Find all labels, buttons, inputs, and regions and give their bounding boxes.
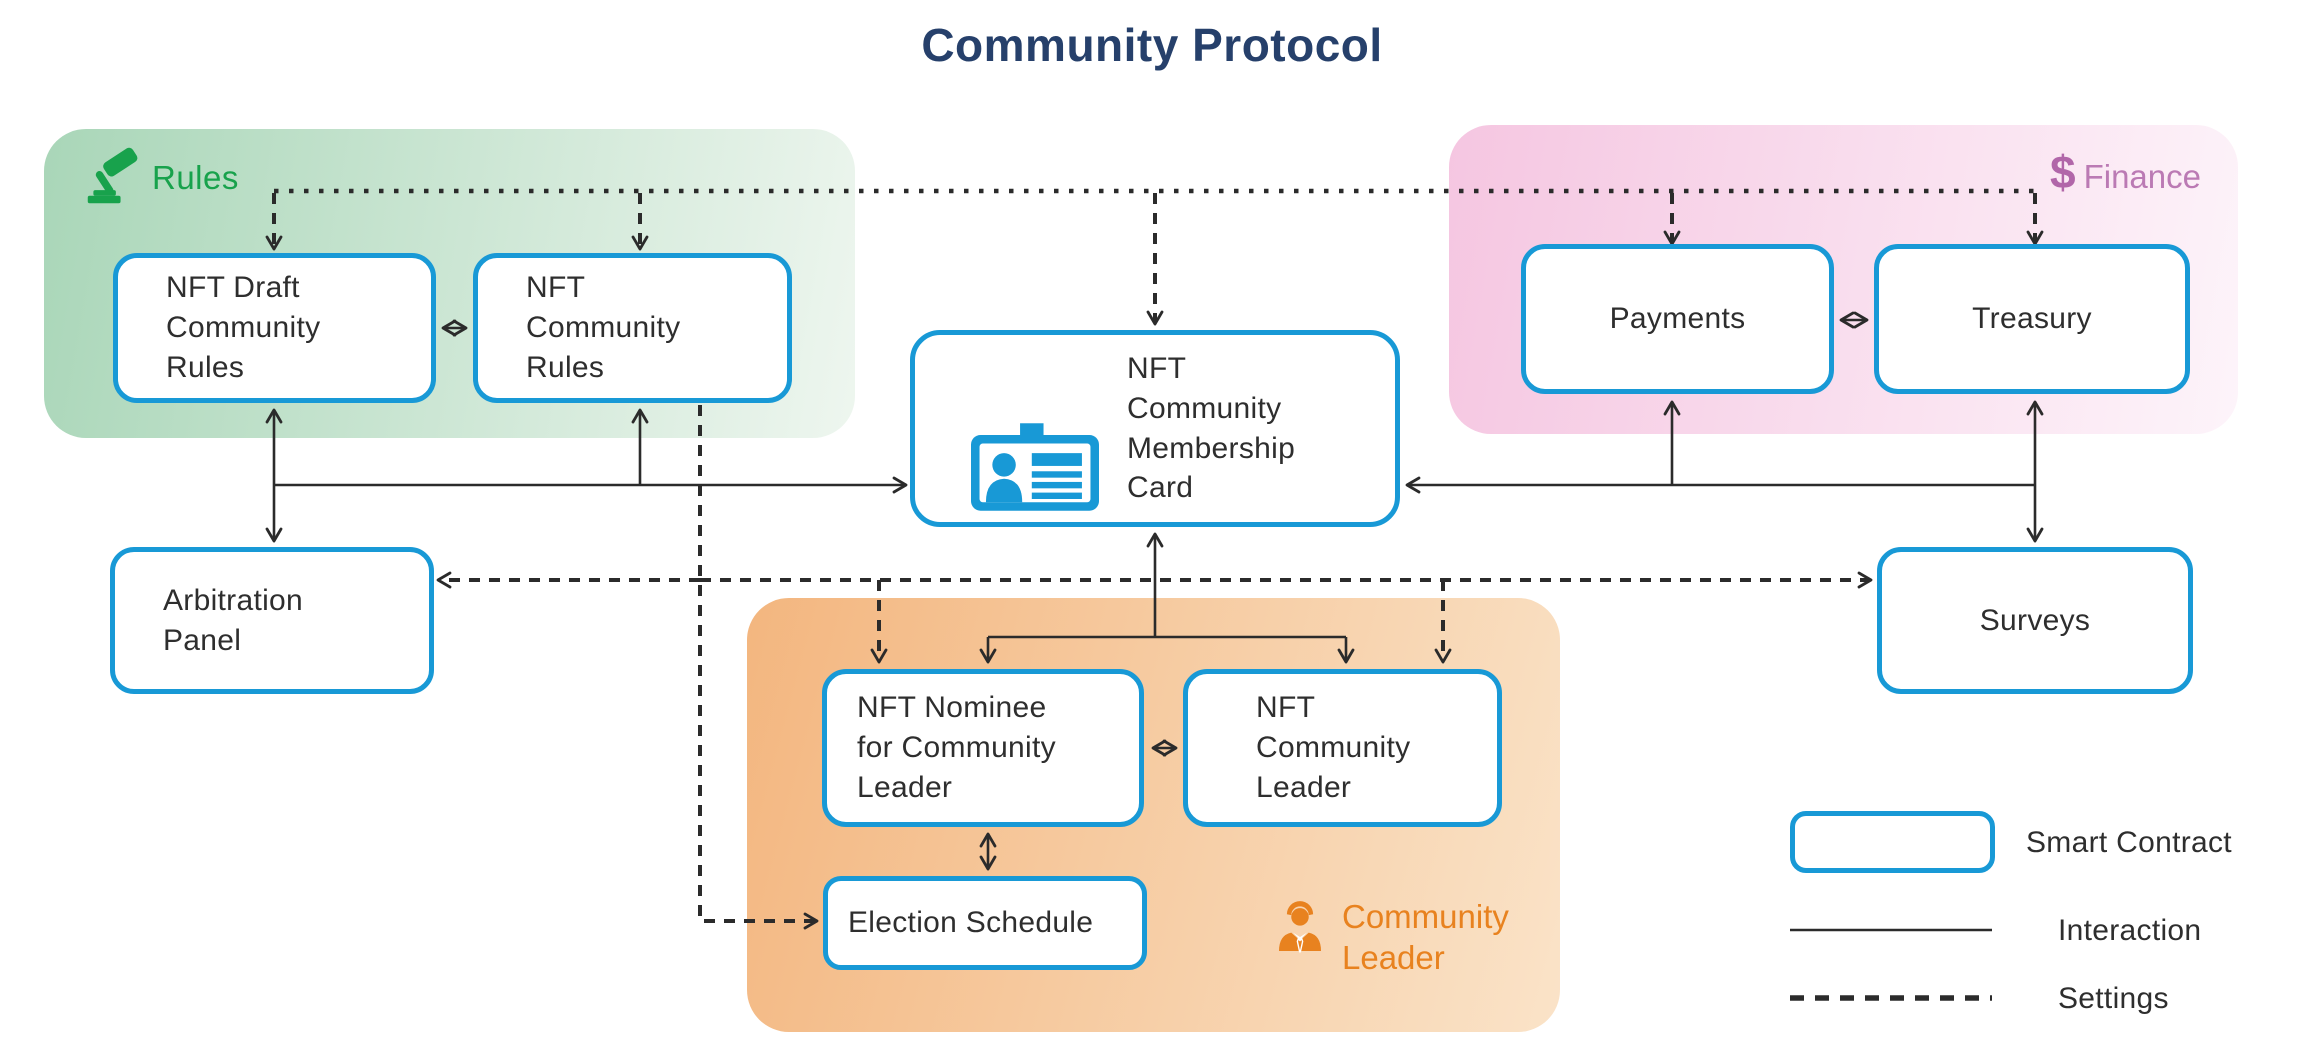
node-label: Treasury bbox=[1972, 302, 2092, 336]
legend-interaction-label: Interaction bbox=[2058, 914, 2202, 947]
node-label: NFT Community Membership Card bbox=[1127, 351, 1296, 505]
community-leader-group-label: Community Leader bbox=[1272, 896, 1509, 979]
id-card-icon bbox=[971, 383, 1099, 522]
page-title: Community Protocol bbox=[921, 19, 1383, 71]
rules-group-label: Rules bbox=[152, 159, 239, 196]
person-icon bbox=[1272, 896, 1328, 969]
dollar-icon: $ bbox=[2050, 146, 2076, 198]
node-surveys: Surveys bbox=[1877, 547, 2193, 694]
legend-lines bbox=[1790, 928, 1992, 1001]
node-label: NFT Community Rules bbox=[526, 271, 681, 384]
legend-settings-label: Settings bbox=[2058, 982, 2169, 1015]
node-label: NFT Draft Community Rules bbox=[166, 271, 321, 384]
node-election-schedule: Election Schedule bbox=[823, 876, 1147, 970]
node-treasury: Treasury bbox=[1874, 244, 2190, 394]
node-label: Arbitration Panel bbox=[163, 583, 304, 657]
finance-group-label: $ Finance bbox=[2050, 146, 2201, 198]
node-arbitration-panel: Arbitration Panel bbox=[110, 547, 434, 694]
node-label: NFT Community Leader bbox=[1256, 691, 1411, 804]
node-nft-draft-community-rules: NFT Draft Community Rules bbox=[113, 253, 436, 403]
gavel-icon bbox=[84, 146, 144, 208]
node-nft-nominee-for-community-leader: NFT Nominee for Community Leader bbox=[822, 669, 1144, 827]
node-label: NFT Nominee for Community Leader bbox=[857, 691, 1056, 804]
legend-smart-contract-label: Smart Contract bbox=[2026, 826, 2232, 859]
node-label: Payments bbox=[1609, 302, 1746, 336]
node-label: Election Schedule bbox=[848, 906, 1094, 940]
node-nft-community-leader: NFT Community Leader bbox=[1183, 669, 1502, 827]
node-nft-community-membership-card: NFT Community Membership Card bbox=[910, 330, 1400, 527]
node-label: Surveys bbox=[1979, 603, 2091, 637]
community-leader-group-label-text: Community Leader bbox=[1342, 898, 1509, 977]
node-payments: Payments bbox=[1521, 244, 1834, 394]
finance-group-label-text: Finance bbox=[2083, 158, 2201, 195]
node-nft-community-rules: NFT Community Rules bbox=[473, 253, 792, 403]
legend-smart-contract-sample bbox=[1790, 811, 1995, 873]
